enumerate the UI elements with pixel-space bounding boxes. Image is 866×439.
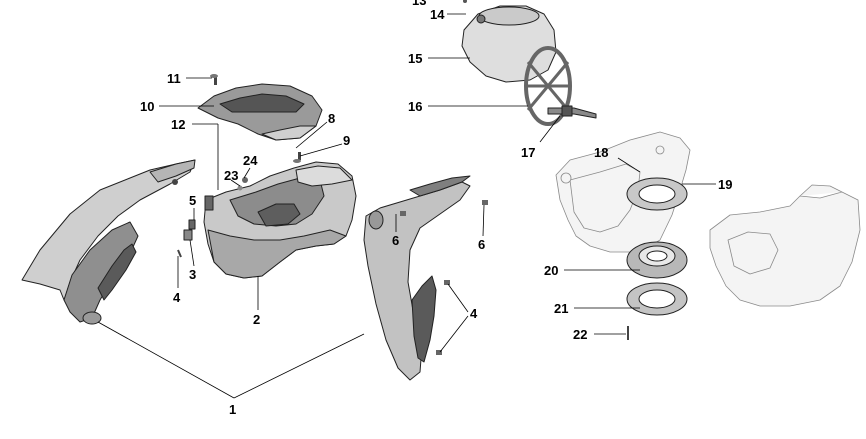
callout-21: 21 <box>554 301 568 316</box>
intake-adapter-20 <box>626 241 688 279</box>
top-cap <box>197 83 323 141</box>
callout-15: 15 <box>408 51 422 66</box>
callout-10: 10 <box>140 99 154 114</box>
intake-flange-19 <box>626 177 688 211</box>
fuel-tank-ghost <box>709 184 861 307</box>
center-console <box>203 161 357 279</box>
callout-6-right: 6 <box>478 237 485 252</box>
filter-cage <box>524 46 572 126</box>
callout-labels: 13 14 15 16 17 11 10 12 8 9 24 23 5 3 4 … <box>140 0 732 417</box>
callout-4-left: 4 <box>173 290 181 305</box>
callout-5: 5 <box>189 193 196 208</box>
callout-22: 22 <box>573 327 587 342</box>
callout-17: 17 <box>521 145 535 160</box>
airbox-assembly-ghost <box>555 131 691 253</box>
callout-14: 14 <box>430 7 445 22</box>
callout-2: 2 <box>253 312 260 327</box>
callout-19: 19 <box>718 177 732 192</box>
callout-4-right: 4 <box>470 306 478 321</box>
callout-8: 8 <box>328 111 335 126</box>
left-side-panel <box>21 159 196 325</box>
callout-6-center: 6 <box>392 233 399 248</box>
leader-lines <box>97 13 716 399</box>
callout-23: 23 <box>224 168 238 183</box>
fasteners <box>177 0 629 355</box>
callout-16: 16 <box>408 99 422 114</box>
air-filter <box>461 5 557 83</box>
callout-20: 20 <box>544 263 558 278</box>
callout-11: 11 <box>167 71 181 86</box>
callout-24: 24 <box>243 153 258 168</box>
filter-strap <box>547 105 597 119</box>
callout-3: 3 <box>189 267 196 282</box>
callout-12: 12 <box>171 117 185 132</box>
intake-gasket-21 <box>626 282 688 316</box>
callout-1: 1 <box>229 402 236 417</box>
right-side-panel <box>363 175 471 381</box>
callout-9: 9 <box>343 133 350 148</box>
callout-18: 18 <box>594 145 608 160</box>
callout-13: 13 <box>412 0 426 8</box>
